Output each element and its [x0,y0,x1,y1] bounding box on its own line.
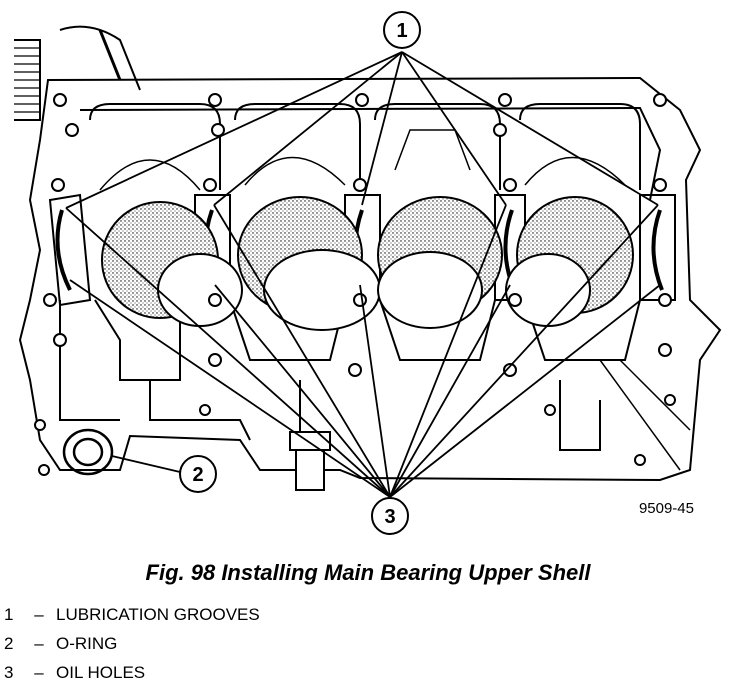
callout-2-number: 2 [192,464,203,486]
legend-number: 3 [4,663,14,682]
callout-1-number: 1 [396,20,407,42]
legend-number: 1 [4,605,14,624]
callout-3: 3 [371,497,409,535]
figure-caption: Fig. 98 Installing Main Bearing Upper Sh… [145,560,591,585]
legend-dash: – [34,663,44,682]
legend-dash: – [34,605,44,624]
o-ring [62,428,114,476]
legend-dash: – [34,634,44,653]
legend: 1–LUBRICATION GROOVES 2–O-RING 3–OIL HOL… [4,600,260,687]
legend-number: 2 [4,634,14,653]
callout-3-number: 3 [384,506,395,528]
legend-text: OIL HOLES [56,663,146,682]
callout-3-leaders [69,279,661,498]
legend-text: O-RING [56,634,118,653]
callout-2-leader [111,455,181,473]
legend-item: 3 –OIL HOLES [4,658,260,687]
callout-2: 2 [179,455,217,493]
legend-item: 1 –LUBRICATION GROOVES [4,600,260,629]
figure-id: 9509-45 [639,500,694,517]
legend-item: 2 –O-RING [4,629,260,658]
engine-block-illustration: 1 2 3 9509-45 [14,11,722,535]
callout-1-leaders [65,51,659,498]
oil-pressure-sender [289,431,331,491]
legend-text: LUBRICATION GROOVES [56,605,260,624]
callout-1: 1 [383,11,421,49]
